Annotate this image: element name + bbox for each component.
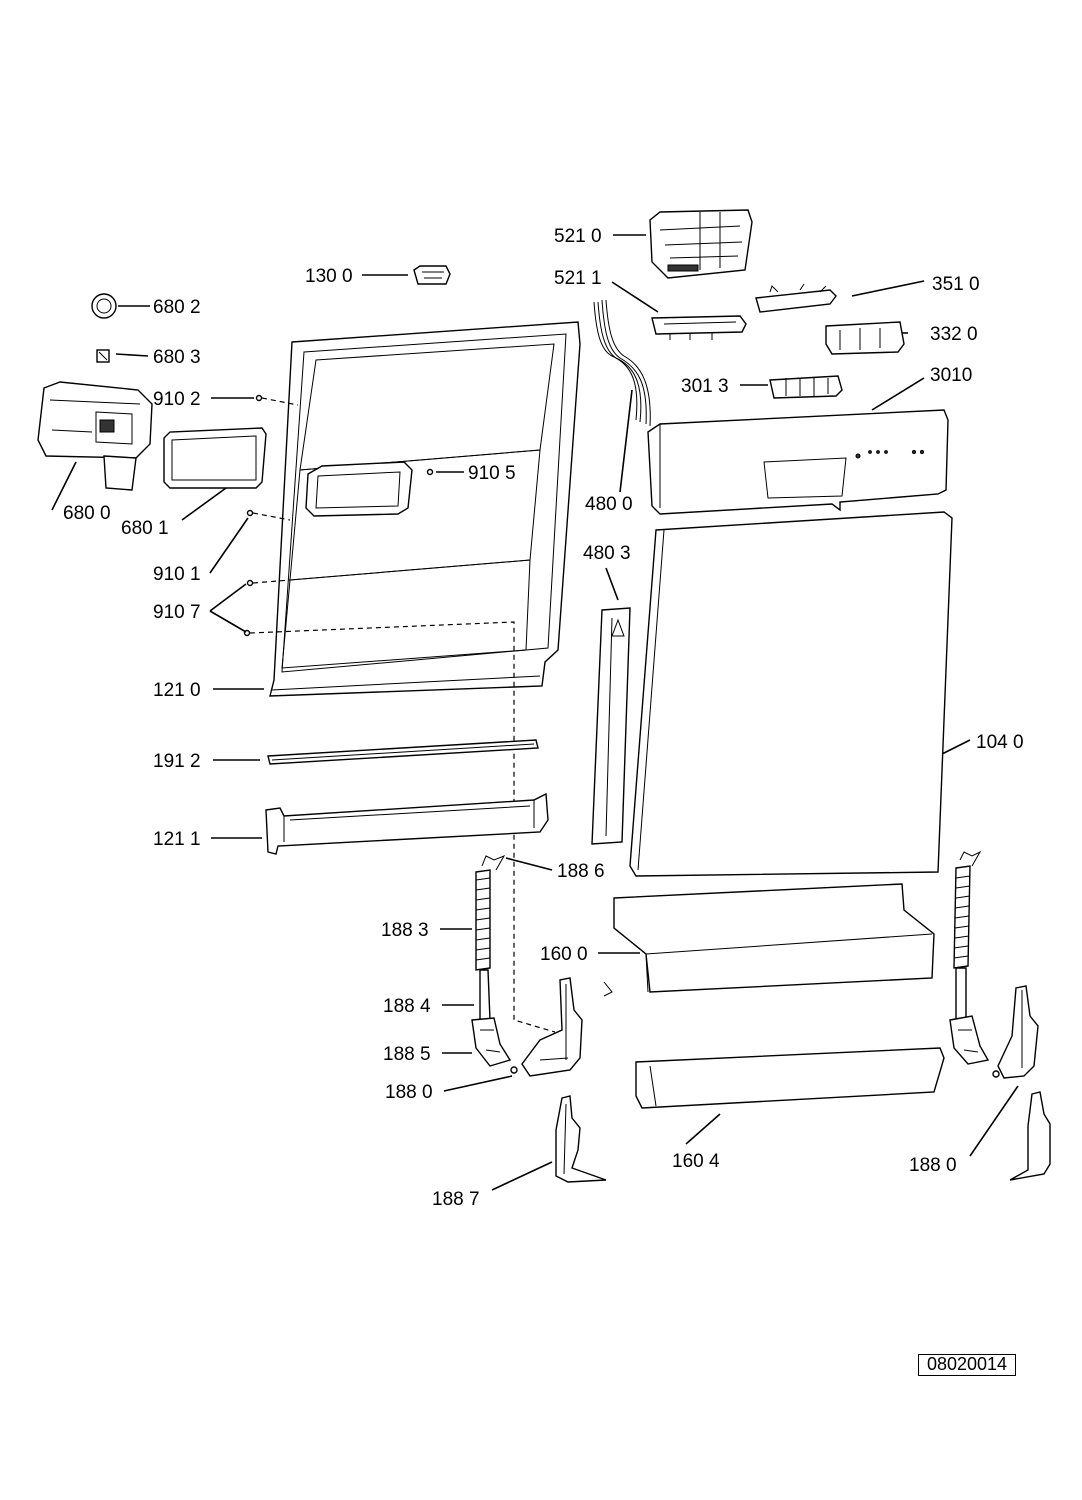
label-6800: 680 0	[63, 503, 111, 524]
label-9101: 910 1	[153, 564, 201, 585]
label-1604: 160 4	[672, 1151, 720, 1172]
part-module-bracket	[651, 315, 747, 340]
label-1040: 104 0	[976, 732, 1024, 753]
label-1300: 130 0	[305, 266, 353, 287]
part-301	[769, 375, 843, 399]
part-dispenser-gasket	[163, 427, 267, 489]
label-1880-right: 188 0	[909, 1155, 957, 1176]
label-3320: 332 0	[930, 324, 978, 345]
screw-dash-lines	[249, 397, 556, 1033]
label-1210: 121 0	[153, 680, 201, 701]
label-1885: 188 5	[383, 1044, 431, 1065]
part-rail-351	[755, 283, 837, 313]
part-labels: 521 0 130 0 521 1 351 0 680 2 332 0 680 …	[63, 226, 1024, 1210]
label-6802: 680 2	[153, 297, 201, 318]
label-1886: 188 6	[557, 861, 605, 882]
label-1880-left: 188 0	[385, 1082, 433, 1103]
label-1884: 188 4	[383, 996, 431, 1017]
label-1887: 188 7	[432, 1189, 480, 1210]
part-wire-harness	[593, 299, 651, 427]
label-1600: 160 0	[540, 944, 588, 965]
label-6801: 680 1	[121, 518, 169, 539]
part-side-strip	[591, 607, 631, 845]
part-door-strip	[267, 739, 539, 765]
leader-lines	[51, 234, 1019, 1191]
part-screws	[243, 394, 434, 637]
label-4803: 480 3	[583, 543, 631, 564]
label-1211: 121 1	[153, 829, 201, 850]
label-5211: 521 1	[554, 268, 602, 289]
label-9105: 910 5	[468, 463, 516, 484]
label-1912: 191 2	[153, 751, 201, 772]
label-9107: 910 7	[153, 602, 201, 623]
label-4800: 480 0	[585, 494, 633, 515]
label-5210: 521 0	[554, 226, 602, 247]
part-control-module	[649, 209, 753, 279]
part-right-hinge	[949, 850, 1051, 1181]
part-ring-seal	[91, 293, 117, 319]
document-number: 08020014	[918, 1354, 1016, 1376]
label-9102: 910 2	[153, 389, 201, 410]
part-kickplate-frame	[603, 883, 935, 997]
part-clip	[96, 349, 110, 363]
part-inner-door	[269, 321, 581, 697]
label-3013: 301 3	[681, 376, 729, 397]
part-hinge-bracket	[555, 1095, 607, 1183]
part-detergent-dispenser	[37, 381, 153, 491]
label-3510: 351 0	[932, 274, 980, 295]
part-outer-door	[629, 511, 953, 877]
part-bottom-profile	[265, 792, 549, 855]
part-left-hinge	[471, 855, 583, 1077]
part-control-panel	[647, 409, 949, 515]
label-3010: 3010	[930, 365, 972, 386]
part-door-latch	[413, 265, 451, 285]
label-6803: 680 3	[153, 347, 201, 368]
part-332	[825, 321, 905, 355]
label-1883: 188 3	[381, 920, 429, 941]
part-plinth	[635, 1047, 945, 1109]
